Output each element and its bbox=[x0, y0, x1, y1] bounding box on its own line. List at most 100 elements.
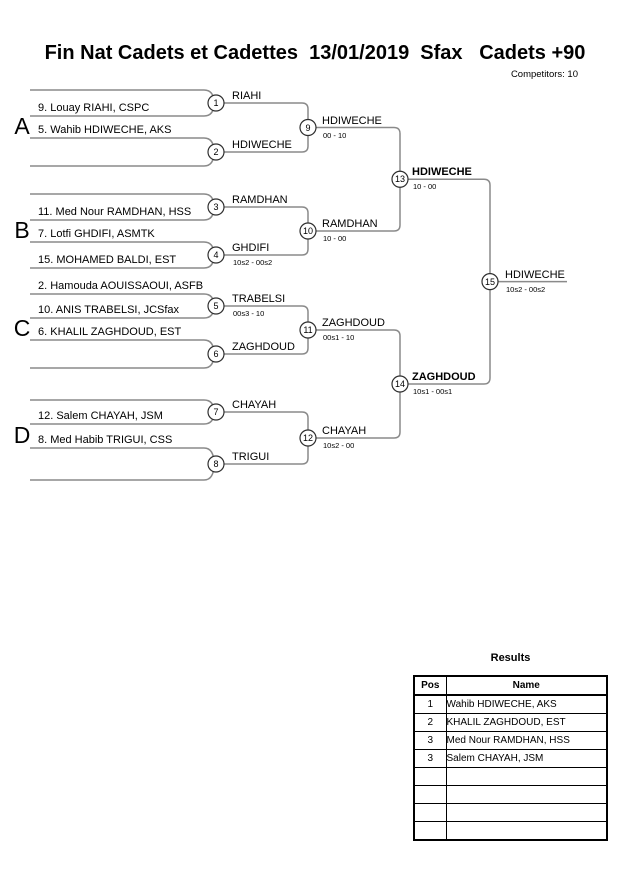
match-score: 00s3 - 10 bbox=[233, 309, 265, 318]
connector-lines bbox=[223, 102, 567, 465]
match-number: 12 bbox=[302, 433, 313, 443]
result-name-cell bbox=[445, 803, 608, 822]
result-name-cell bbox=[445, 785, 608, 804]
competitor-name: 7. Lotfi GHDIFI, ASMTK bbox=[38, 228, 155, 240]
result-pos-cell bbox=[413, 767, 447, 786]
result-pos-cell bbox=[413, 803, 447, 822]
result-pos-cell: 3 bbox=[413, 731, 447, 750]
match-winner-label: CHAYAH bbox=[322, 425, 367, 437]
match-score: 10s1 - 00s1 bbox=[413, 387, 453, 396]
result-row bbox=[413, 785, 608, 804]
results-col-pos: Pos bbox=[413, 675, 447, 696]
match-circle bbox=[207, 94, 225, 112]
match-winner-label: ZAGHDOUD bbox=[232, 341, 295, 353]
result-row bbox=[413, 821, 608, 841]
match-circle bbox=[299, 429, 317, 447]
match-number: 4 bbox=[213, 250, 219, 260]
match-winner-label: HDIWECHE bbox=[322, 114, 382, 127]
match-winner-label: TRABELSI bbox=[232, 293, 286, 305]
match-number: 10 bbox=[302, 226, 313, 236]
match-number: 13 bbox=[394, 174, 405, 185]
match-circle bbox=[207, 403, 225, 421]
competitor-name: 11. Med Nour RAMDHAN, HSS bbox=[38, 206, 192, 218]
match-circle bbox=[207, 143, 225, 161]
match-score: 10s2 - 00s2 bbox=[233, 258, 273, 267]
match-score: 10s2 - 00 bbox=[323, 441, 355, 450]
competitor-name: 9. Louay RIAHI, CSPC bbox=[38, 102, 150, 114]
match-number: 3 bbox=[213, 202, 219, 212]
match-number: 14 bbox=[394, 379, 405, 389]
competitor-name: 2. Hamouda AOUISSAOUI, ASFB bbox=[38, 280, 204, 292]
match-number: 9 bbox=[305, 122, 311, 133]
match-winner-label: HDIWECHE bbox=[232, 139, 292, 151]
result-name-cell: Wahib HDIWECHE, AKS bbox=[445, 694, 608, 714]
match-circle bbox=[207, 246, 225, 264]
group-letter-b: B bbox=[14, 217, 30, 243]
match-winner-label: ZAGHDOUD bbox=[412, 371, 476, 383]
competitor-name: 6. KHALIL ZAGHDOUD, EST bbox=[38, 326, 182, 338]
page-title: Fin Nat Cadets et Cadettes 13/01/2019 Sf… bbox=[44, 42, 586, 64]
match-score: 10s2 - 00s2 bbox=[506, 284, 546, 294]
slot-lines bbox=[30, 89, 215, 481]
result-pos-cell: 3 bbox=[413, 749, 447, 768]
group-letter-a: A bbox=[14, 113, 30, 139]
match-circle bbox=[207, 198, 225, 216]
results-header-row: Pos Name bbox=[413, 675, 608, 696]
result-name-cell: Med Nour RAMDHAN, HSS bbox=[445, 731, 608, 750]
match-winner-label: GHDIFI bbox=[232, 242, 270, 254]
match-circle bbox=[299, 118, 317, 137]
match-winner-label: HDIWECHE bbox=[412, 166, 472, 179]
match-circle bbox=[207, 297, 225, 315]
result-pos-cell: 1 bbox=[413, 694, 447, 714]
match-winner-label: RAMDHAN bbox=[322, 218, 378, 230]
match-winner-label: ZAGHDOUD bbox=[322, 317, 385, 329]
match-circle bbox=[207, 345, 225, 363]
match-score: 10 - 00 bbox=[323, 234, 347, 243]
match-winner-label: TRIGUI bbox=[232, 451, 270, 463]
result-name-cell bbox=[445, 767, 608, 786]
match-winner-label: CHAYAH bbox=[232, 399, 277, 411]
result-pos-cell: 2 bbox=[413, 713, 447, 732]
result-row bbox=[413, 803, 608, 822]
match-number: 6 bbox=[213, 349, 219, 359]
match-circle bbox=[391, 170, 409, 188]
result-pos-cell bbox=[413, 821, 447, 841]
competitor-name: 5. Wahib HDIWECHE, AKS bbox=[38, 124, 172, 136]
match-circle bbox=[299, 222, 317, 240]
match-circle bbox=[299, 321, 317, 339]
competitor-name: 10. ANIS TRABELSI, JCSfax bbox=[38, 304, 180, 316]
match-circle bbox=[207, 455, 225, 473]
match-winner-label: HDIWECHE bbox=[505, 268, 565, 281]
result-name-cell: KHALIL ZAGHDOUD, EST bbox=[445, 713, 608, 732]
match-number: 8 bbox=[213, 459, 219, 469]
match-score: 00 - 10 bbox=[323, 130, 347, 140]
match-circle bbox=[481, 273, 499, 291]
match-number: 11 bbox=[303, 325, 313, 335]
result-name-cell: Salem CHAYAH, JSM bbox=[445, 749, 608, 768]
competitor-name: 8. Med Habib TRIGUI, CSS bbox=[38, 434, 173, 446]
match-circle bbox=[391, 375, 409, 393]
match-score: 10 - 00 bbox=[413, 182, 437, 192]
match-winner-label: RAMDHAN bbox=[232, 194, 288, 206]
result-name-cell bbox=[445, 821, 608, 841]
group-letter-c: C bbox=[13, 315, 31, 341]
group-letter-d: D bbox=[13, 422, 31, 448]
results-title: Results bbox=[490, 652, 531, 664]
match-number: 7 bbox=[213, 407, 219, 417]
match-number: 5 bbox=[213, 301, 219, 311]
match-number: 2 bbox=[213, 147, 219, 157]
competitor-name: 12. Salem CHAYAH, JSM bbox=[38, 410, 163, 422]
result-row bbox=[413, 767, 608, 786]
competitor-name: 15. MOHAMED BALDI, EST bbox=[38, 254, 177, 266]
match-number: 1 bbox=[213, 98, 219, 108]
match-score: 00s1 - 10 bbox=[323, 333, 355, 342]
match-number: 15 bbox=[484, 276, 495, 287]
result-pos-cell bbox=[413, 785, 447, 804]
